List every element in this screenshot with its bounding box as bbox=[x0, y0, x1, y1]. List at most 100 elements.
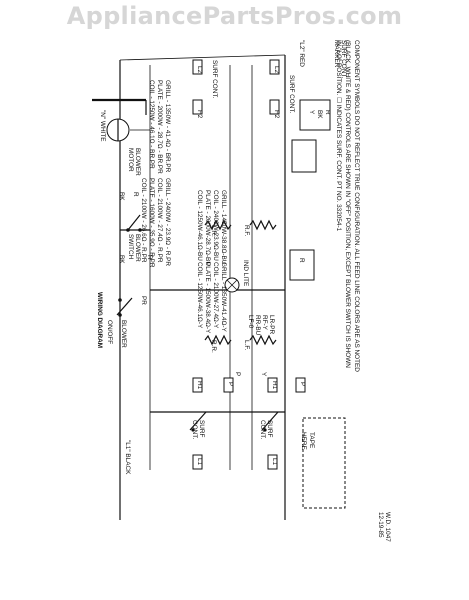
surf-cont-marker-line1: SURF CONT. bbox=[340, 40, 347, 79]
l-label: L1 bbox=[271, 458, 278, 466]
tape-here-line1: TAPE bbox=[308, 432, 315, 448]
surf-cont-h1-a bbox=[192, 377, 203, 393]
small-letter: Y bbox=[308, 110, 315, 115]
h-label: H1 bbox=[271, 381, 278, 390]
note-line2: (BLACK, WHITE & RED) CONTROLS ARE SHOWN … bbox=[344, 40, 351, 368]
blower-onoff-label-line2: ON/OFF bbox=[106, 320, 113, 344]
small-letter: R bbox=[324, 110, 331, 115]
note-line1: COMPONENT SYMBOLS DO NOT REFLECT TRUE CO… bbox=[353, 40, 360, 372]
lr-pr-line3: RR-BU bbox=[254, 315, 261, 336]
note-line3: IN "LO" POSITION. ☐ INDICATES SURF. CONT… bbox=[335, 40, 342, 232]
ind-lite-label: IND LITE bbox=[242, 260, 249, 286]
surf-cont-label-lower-a-line2: CONT. bbox=[191, 420, 198, 439]
ratings-right-lower: GRILL - 2400W - 23.9Ω - R.PR COIL - 2100… bbox=[140, 178, 171, 269]
tape-here-line2: HERE bbox=[300, 432, 307, 450]
p-label: P bbox=[299, 382, 306, 386]
ratings-lower-3: PLATE - 1500W-38.4Ω-Y bbox=[204, 262, 211, 334]
rear-element-resistor-2 bbox=[249, 219, 277, 231]
rear-element-resistor bbox=[204, 219, 232, 231]
blower-switch-label-line1: BLOWER bbox=[134, 234, 141, 262]
surf-cont-l1-b bbox=[267, 454, 278, 470]
small-letter: P bbox=[234, 372, 241, 376]
surf-cont-marker-box-a bbox=[289, 249, 315, 281]
surf-cont-label: SURF CONT. bbox=[288, 75, 295, 114]
surf-cont-contact bbox=[263, 428, 267, 432]
blower-motor-label-line2: MOTOR bbox=[127, 148, 134, 172]
surf-cont-marker-line2: MARKER bbox=[333, 40, 340, 68]
ratings-right-top: GRILL - 1350W - 41.4Ω - BR.PR PLATE - 20… bbox=[148, 80, 171, 176]
l-label: L1 bbox=[196, 458, 203, 466]
front-element-resistor-2 bbox=[249, 334, 277, 346]
surf-cont-label-mid: SURF CONT. bbox=[211, 60, 218, 99]
l1-line-label: "L1" BLACK bbox=[124, 440, 131, 475]
ratings-lower-4: COIL - 1250W-46.1Ω-Y bbox=[196, 262, 203, 329]
wire-bk-switch: BK bbox=[118, 255, 125, 264]
wire-r-switch: R bbox=[146, 255, 153, 260]
ratings-upper-1: GRILL - 1450W-38.8Ω-BU bbox=[220, 190, 227, 265]
blower-switch-contact bbox=[126, 228, 130, 232]
surf-cont-h2-upper bbox=[269, 99, 280, 115]
ratings-upper: GRILL - 1450W-38.8Ω-BU COIL - 2400W-23.9… bbox=[196, 190, 227, 268]
ratings-right-lower-4: COIL - 2100W - 26.6Ω - R.PR bbox=[140, 178, 147, 263]
blower-motor-label: BLOWERMOTOR bbox=[127, 148, 141, 176]
neutral-label: "N" WHITE bbox=[99, 110, 106, 142]
blower-switch-contact bbox=[138, 228, 142, 232]
tape-here-label: TAPEHERE bbox=[300, 432, 315, 450]
wire-bk-top: BK bbox=[118, 192, 125, 201]
blower-motor-label-line1: BLOWER bbox=[134, 148, 141, 176]
lr-pr-line1: LR-PR bbox=[268, 315, 275, 335]
surf-cont-label-lower-line2: CONT. bbox=[259, 420, 266, 439]
blower-switch-label-line2: SWITCH bbox=[127, 234, 134, 260]
ratings-lower: GRILL - 1350W-41.4Ω-Y COIL - 2100W-27.4Ω… bbox=[196, 262, 227, 335]
rr-label: R.R. bbox=[210, 340, 217, 353]
l-label: L2 bbox=[196, 66, 203, 74]
surf-cont-l2-upper bbox=[269, 59, 280, 75]
blower-onoff-label-line1: BLOWER bbox=[120, 320, 127, 348]
l-label: L2 bbox=[273, 66, 280, 74]
pilot-p-b bbox=[295, 377, 306, 393]
small-letter: R bbox=[298, 258, 305, 263]
ratings-right-lower-3: PLATE - 1600W - 35.9Ω - R.PR bbox=[148, 178, 155, 268]
surf-cont-marker-box-b bbox=[299, 99, 331, 131]
ratings-right-top-3: COIL - 1250W - 46.1Ω - BR.PR bbox=[148, 80, 155, 169]
surf-cont-label-lower-a: SURFCONT. bbox=[191, 420, 205, 439]
blower-switch-label: BLOWERSWITCH bbox=[127, 234, 141, 262]
wd-line1: W.D. 1047 bbox=[384, 512, 391, 542]
diagram-title: WIRING DIAGRAM bbox=[96, 292, 103, 348]
surf-cont-marker-label: SURF CONT.MARKER bbox=[333, 40, 347, 79]
small-letter: BK bbox=[316, 110, 323, 119]
surf-cont-h2-mid bbox=[192, 99, 203, 115]
h-label: H2 bbox=[273, 110, 280, 119]
rf-label: R.F. bbox=[243, 225, 250, 237]
wd-line2: 12-19-85 bbox=[377, 512, 384, 538]
ratings-right-lower-1: GRILL - 2400W - 23.9Ω - R.PR bbox=[164, 178, 171, 266]
lr-pr-line2: RF-Y bbox=[261, 315, 268, 331]
top-cross-line bbox=[119, 54, 286, 61]
surf-cont-label-lower-a-line1: SURF bbox=[198, 420, 205, 437]
surf-cont-label-lower: SURFCONT. bbox=[259, 420, 273, 439]
lf-label: L.F. bbox=[243, 340, 250, 351]
surf-cont-switch-a bbox=[189, 411, 207, 431]
ratings-upper-4: COIL - 1250W-46.1Ω-BU bbox=[196, 190, 203, 261]
watermark-text: AppliancePartsPros.com bbox=[66, 2, 403, 30]
ratings-right-top-1: GRILL - 1350W - 41.4Ω - BR.PR bbox=[164, 80, 171, 173]
lr-pr-line4: LF-0 bbox=[247, 315, 254, 329]
surf-cont-switch-b bbox=[261, 411, 279, 431]
wire-pr: PR bbox=[140, 296, 147, 305]
surf-cont-contact bbox=[191, 428, 195, 432]
h-label: H2 bbox=[196, 110, 203, 119]
lr-pr-label: LR-PRRF-YRR-BULF-0 bbox=[247, 315, 275, 336]
ratings-lower-1: GRILL - 1350W-41.4Ω-Y bbox=[220, 262, 227, 333]
lr-label: L.R. bbox=[210, 225, 217, 237]
note-text: COMPONENT SYMBOLS DO NOT REFLECT TRUE CO… bbox=[335, 40, 360, 374]
small-letter: Y bbox=[260, 372, 267, 377]
indicator-lite-cross bbox=[226, 279, 238, 291]
ratings-upper-3: PLATE - 2000W-28.7Ω-BU bbox=[204, 190, 211, 266]
blower-onoff-contact bbox=[118, 313, 122, 317]
l2-line-label: "L2" RED bbox=[298, 40, 305, 67]
surf-cont-label-lower-line1: SURF bbox=[266, 420, 273, 437]
pilot-p-a bbox=[223, 377, 234, 393]
surf-cont-h1-b bbox=[267, 377, 278, 393]
p-label: P bbox=[227, 382, 234, 386]
